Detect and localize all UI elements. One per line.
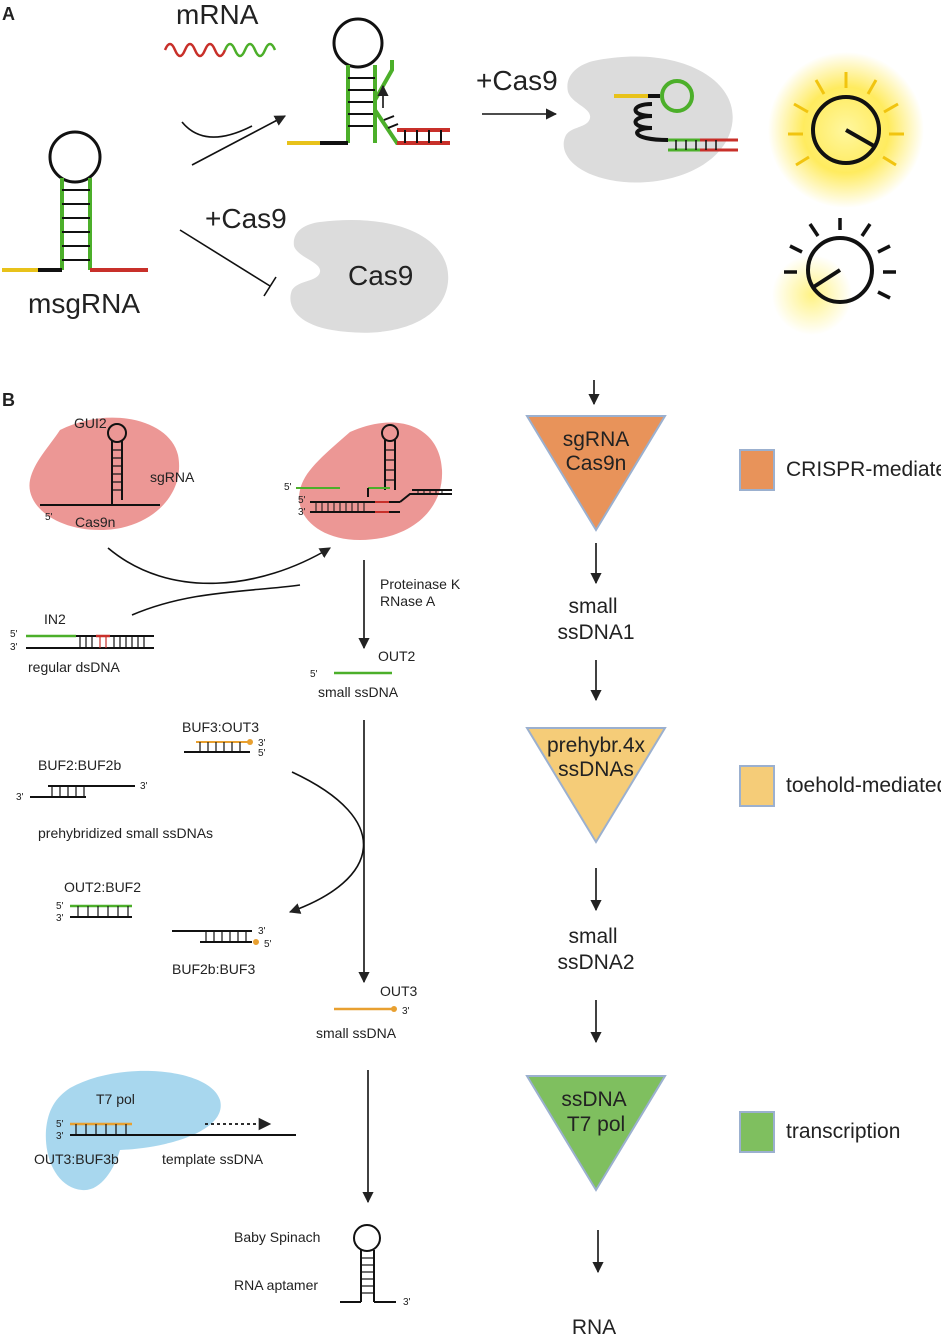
flow-triangle-transcription <box>525 1075 667 1192</box>
t7-pol-label: T7 pol <box>96 1091 135 1107</box>
buf2-buf2b-label: BUF2:BUF2b <box>38 757 121 773</box>
buf2-buf2b-duplex <box>30 785 135 798</box>
flow-tri3-line1: ssDNA <box>561 1088 626 1111</box>
complex-three-prime: 3' <box>298 507 306 518</box>
baby-spinach-label: Baby Spinach <box>234 1229 320 1245</box>
legend-swatch-transcription <box>739 1111 775 1153</box>
flow-tri2-line1: prehybr.4x <box>547 734 646 757</box>
plus-cas9-bottom-label: +Cas9 <box>205 203 287 234</box>
hybrid-complex <box>287 17 450 145</box>
mrna-wave-green <box>223 42 277 58</box>
buf3-out3-five-prime: 5' <box>258 748 266 759</box>
buf2b-buf3-three-prime: 3' <box>258 926 266 937</box>
mrna-label: mRNA <box>176 0 259 30</box>
t7-five-prime: 5' <box>56 1119 64 1130</box>
legend-label-crispr: CRISPR-mediated <box>786 458 941 481</box>
small-ssdna-2-label: small ssDNA <box>316 1025 397 1041</box>
cas9n-dsdna-complex <box>296 422 452 540</box>
active-cas9-complex <box>563 56 738 183</box>
flow-node2-line2: ssDNA2 <box>557 951 634 974</box>
spinach-three-prime: 3' <box>403 1297 411 1308</box>
gui2-label: GUI2 <box>74 415 107 431</box>
legend-swatch-crispr <box>739 449 775 491</box>
flow-tri1-line2: Cas9n <box>566 452 627 475</box>
panel-b-label: B <box>2 390 15 410</box>
complex-five-prime-b: 5' <box>298 495 306 506</box>
buf2b-buf3-five-prime: 5' <box>264 939 272 950</box>
in2-five-prime: 5' <box>10 629 18 640</box>
cas9n-label: Cas9n <box>75 514 115 530</box>
out2-buf2-three-prime: 3' <box>56 913 64 924</box>
msgrna-hairpin <box>2 130 148 272</box>
small-ssdna-1-label: small ssDNA <box>318 684 399 700</box>
buf3-out3-label: BUF3:OUT3 <box>182 719 259 735</box>
out3-three-prime: 3' <box>402 1006 410 1017</box>
in2-label: IN2 <box>44 611 66 627</box>
arrow-gui2-to-complex <box>107 547 331 585</box>
complex-five-prime-a: 5' <box>284 482 292 493</box>
prehybridized-label: prehybridized small ssDNAs <box>38 825 213 841</box>
in2-dsdna <box>26 634 154 649</box>
flow-triangle-crispr <box>525 415 667 532</box>
gui2-five-prime: 5' <box>45 512 53 523</box>
flow-node1-line1: small <box>568 595 617 618</box>
out2-buf2-five-prime: 5' <box>56 901 64 912</box>
light-off-icon <box>772 218 896 335</box>
rnase-label: RNase A <box>380 593 436 609</box>
buf3-out3-three-prime: 3' <box>258 738 266 749</box>
out2-five-prime: 5' <box>310 669 318 680</box>
plus-cas9-top-label: +Cas9 <box>476 65 558 96</box>
out2-buf2-duplex <box>70 904 132 918</box>
rna-aptamer-label: RNA aptamer <box>234 1277 318 1293</box>
buf2b-buf3-duplex <box>172 930 259 945</box>
out3-toehold-dot <box>391 1006 397 1012</box>
legend-label-toehold: toehold-mediated <box>786 774 941 797</box>
cas9-label: Cas9 <box>348 260 413 291</box>
in2-three-prime: 3' <box>10 642 18 653</box>
msgrna-label: msgRNA <box>28 288 140 319</box>
baby-spinach-aptamer <box>340 1224 396 1303</box>
arrow-a1 <box>191 115 286 166</box>
flow-node3: RNA <box>572 1316 616 1339</box>
inactive-cas9 <box>290 219 449 333</box>
buf2-buf2b-three-prime-right: 3' <box>140 781 148 792</box>
gui2-complex <box>29 417 180 530</box>
flow-node2-line1: small <box>568 925 617 948</box>
arrow-curve-a1 <box>181 121 253 138</box>
flow-tri1-line1: sgRNA <box>563 428 630 451</box>
sgrna-label: sgRNA <box>150 469 195 485</box>
legend-label-transcription: transcription <box>786 1120 900 1143</box>
panel-a-label: A <box>2 4 15 24</box>
out3-label: OUT3 <box>380 983 418 999</box>
buf2b-buf3-label: BUF2b:BUF3 <box>172 961 255 977</box>
legend-swatch-toehold <box>739 765 775 807</box>
arrow-in2-to-complex <box>131 584 301 616</box>
flow-triangle-toehold <box>525 727 667 844</box>
arrow-toehold-exchange <box>288 771 365 914</box>
proteinase-label: Proteinase K <box>380 576 461 592</box>
template-ssdna-label: template ssDNA <box>162 1151 264 1167</box>
out3-buf3b-label: OUT3:BUF3b <box>34 1151 119 1167</box>
out2-label: OUT2 <box>378 648 416 664</box>
mrna-wave-red <box>163 42 227 58</box>
t7-three-prime: 3' <box>56 1131 64 1142</box>
out2-buf2-label: OUT2:BUF2 <box>64 879 141 895</box>
inhibit-arrow <box>179 229 271 287</box>
t7-pol-complex <box>45 1070 296 1191</box>
buf2-buf2b-three-prime-left: 3' <box>16 792 24 803</box>
flow-tri2-line2: ssDNAs <box>558 758 634 781</box>
regular-dsdna-label: regular dsDNA <box>28 659 120 675</box>
inhibit-bar <box>263 276 277 297</box>
flow-tri3-line2: T7 pol <box>567 1113 625 1136</box>
light-on-icon <box>768 52 924 208</box>
buf3-out3-duplex <box>184 739 253 753</box>
flow-node1-line2: ssDNA1 <box>557 621 634 644</box>
